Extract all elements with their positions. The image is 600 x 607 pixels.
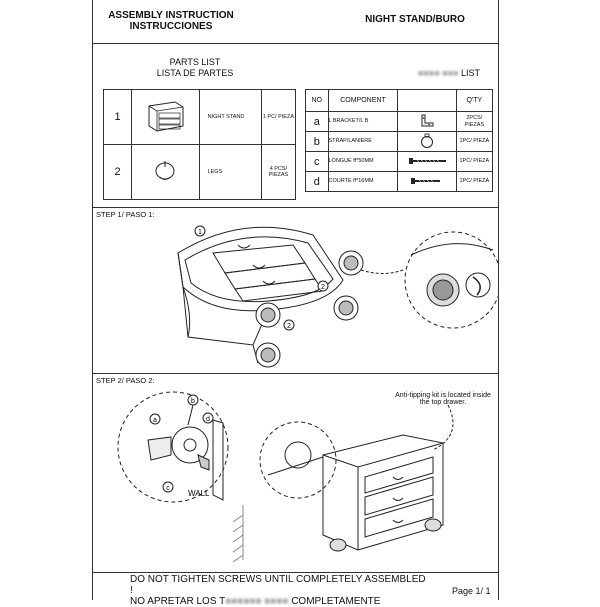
component-name: LONGUE ff*50MM: [327, 151, 399, 172]
table-row: a L BRACKET/L B 2PCS/ PIEZAS: [305, 111, 494, 132]
wall-label: WALL: [188, 489, 210, 498]
part-name: NIGHT STAND: [198, 89, 262, 145]
hardware-list-title: ■■■■ ■■■ LIST: [417, 68, 480, 78]
component-no: c: [305, 151, 329, 172]
nightstand-icon: [131, 89, 200, 145]
table-row: 2 LEGS 4 PCS/ PIEZAS: [102, 144, 297, 200]
part-qty: 1 PC/ PIEZA: [260, 89, 297, 145]
table-header: NO COMPONENT Q'TY: [305, 89, 494, 112]
component-no: b: [305, 131, 329, 152]
title-es: INSTRUCCIONES: [129, 21, 213, 32]
parts-list-title-en: PARTS LIST: [169, 57, 221, 67]
component-qty: 1PC/ PIEZA: [455, 131, 494, 152]
table-row: c LONGUE ff*50MM 1PC/ PIEZA: [305, 151, 494, 172]
column-header-component: COMPONENT: [327, 89, 399, 112]
part-name: LEGS: [198, 144, 262, 200]
callout-2: 2: [287, 323, 291, 330]
title-en: ASSEMBLY INSTRUCTION: [108, 10, 234, 21]
long-screw-icon: [397, 151, 457, 172]
header-title: ASSEMBLY INSTRUCTION INSTRUCCIONES: [96, 10, 246, 32]
component-name: COURTE ff*16MM: [327, 171, 399, 192]
divider: [92, 43, 499, 44]
callout-2: 2: [321, 284, 325, 291]
label-d: d: [206, 416, 210, 423]
callout-1: 1: [198, 229, 202, 236]
warning-text: DO NOT TIGHTEN SCREWS UNTIL COMPLETELY A…: [130, 574, 430, 607]
step1-illustration: 1 2 2: [177, 225, 498, 368]
hardware-table: NO COMPONENT Q'TY a L BRACKET/L B 2PCS/ …: [305, 89, 494, 192]
label-c: c: [166, 485, 170, 492]
warning-es: NO APRETAR LOS T■■■■■■ ■■■■ COMPLETAMENT…: [130, 596, 381, 607]
component-qty: 1PC/ PIEZA: [455, 171, 494, 192]
step2-illustration: a b c d WALL: [117, 391, 454, 563]
product-title: NIGHT STAND/BURO: [365, 14, 465, 25]
redacted-text: ■■■■ ■■■: [417, 68, 459, 78]
strap-icon: [397, 131, 457, 152]
warning-en: DO NOT TIGHTEN SCREWS UNTIL COMPLETELY A…: [130, 574, 426, 596]
anti-tipping-note: Anti-tipping kit is located inside the t…: [395, 392, 491, 406]
parts-list-title: PARTS LIST LISTA DE PARTES: [140, 57, 250, 79]
redacted-text: ■■■■■■ ■■■■: [225, 596, 289, 607]
component-no: d: [305, 171, 329, 192]
component-qty: 2PCS/ PIEZAS: [455, 111, 494, 132]
step2-label: STEP 2/ PASO 2:: [96, 376, 155, 385]
part-number: 2: [102, 144, 133, 200]
label-b: b: [191, 398, 195, 405]
component-no: a: [305, 111, 329, 132]
column-header-qty: Q'TY: [455, 89, 494, 112]
part-qty: 4 PCS/ PIEZAS: [260, 144, 297, 200]
component-name: L BRACKET/L B: [327, 111, 399, 132]
step1-label: STEP 1/ PASO 1:: [96, 210, 155, 219]
page-frame: [92, 0, 499, 600]
part-number: 1: [102, 89, 133, 145]
component-qty: 1PC/ PIEZA: [455, 151, 494, 172]
parts-list-title-es: LISTA DE PARTES: [156, 68, 234, 78]
divider: [92, 373, 499, 374]
table-row: d COURTE ff*16MM 1PC/ PIEZA: [305, 171, 494, 192]
label-a: a: [153, 417, 157, 424]
divider: [92, 207, 499, 208]
column-header-no: NO: [305, 89, 329, 112]
leg-icon: [131, 144, 200, 200]
l-bracket-icon: [397, 111, 457, 132]
short-screw-icon: [397, 171, 457, 192]
parts-table: 1 NIGHT STAND 1 PC/ PIEZA 2: [102, 89, 297, 200]
table-row: 1 NIGHT STAND 1 PC/ PIEZA: [102, 89, 297, 145]
page-number: Page 1/ 1: [452, 586, 491, 596]
divider: [92, 572, 499, 573]
table-row: b STRAP/LANIERE 1PC/ PIEZA: [305, 131, 494, 152]
component-name: STRAP/LANIERE: [327, 131, 399, 152]
